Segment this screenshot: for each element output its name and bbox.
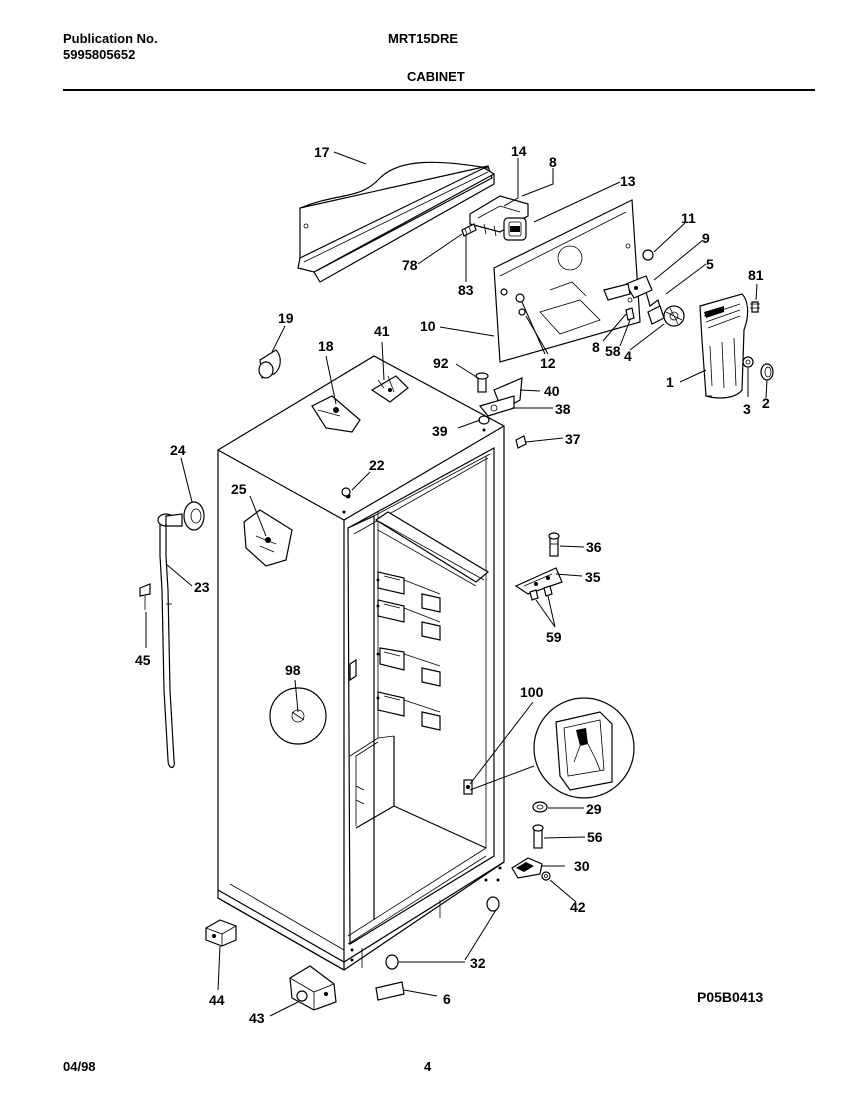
part-43-bracket bbox=[289, 965, 337, 1011]
callout-43: 43 bbox=[249, 1010, 265, 1026]
part-22-plug bbox=[341, 487, 351, 497]
callout-39: 39 bbox=[432, 423, 448, 439]
part-98-label bbox=[269, 687, 327, 745]
page-number: 4 bbox=[424, 1059, 432, 1074]
callout-13: 13 bbox=[620, 173, 636, 189]
part-56-pin bbox=[532, 824, 544, 849]
callout-92: 92 bbox=[433, 355, 449, 371]
callout-81: 81 bbox=[748, 267, 764, 283]
part-45-clip bbox=[139, 583, 151, 610]
callout-10: 10 bbox=[420, 318, 436, 334]
publication-label: Publication No. bbox=[63, 31, 158, 46]
callout-12: 12 bbox=[540, 355, 556, 371]
part-35-hinge bbox=[514, 567, 563, 595]
part-25-label bbox=[243, 509, 293, 567]
callout-36: 36 bbox=[586, 539, 602, 555]
part-30-hinge bbox=[511, 857, 543, 879]
callout-17: 17 bbox=[314, 144, 330, 160]
part-37-shim bbox=[515, 435, 527, 449]
part-2-cover bbox=[760, 363, 774, 381]
part-44-block bbox=[205, 919, 237, 947]
part-42-screw bbox=[541, 871, 551, 881]
part-29-washer bbox=[532, 801, 548, 813]
callout-18: 18 bbox=[318, 338, 334, 354]
callout-83: 83 bbox=[458, 282, 474, 298]
callout-78: 78 bbox=[402, 257, 418, 273]
part-23-tube bbox=[157, 513, 183, 769]
callout-38: 38 bbox=[555, 401, 571, 417]
part-3-lamp bbox=[742, 356, 754, 368]
model-number: MRT15DRE bbox=[388, 31, 459, 46]
callout-11: 11 bbox=[681, 210, 696, 226]
section-title: CABINET bbox=[407, 69, 465, 84]
part-11-socket bbox=[642, 249, 654, 261]
part-81-screw bbox=[750, 301, 760, 313]
part-59-screws bbox=[529, 585, 553, 601]
callout-9: 9 bbox=[702, 230, 710, 246]
part-100-bracket bbox=[463, 697, 635, 799]
part-19-bumper bbox=[258, 349, 281, 379]
callout-6: 6 bbox=[443, 991, 451, 1007]
callout-25: 25 bbox=[231, 481, 247, 497]
callout-40: 40 bbox=[544, 383, 560, 399]
figure-code: P05B0413 bbox=[697, 989, 764, 1005]
callout-5: 5 bbox=[706, 256, 714, 272]
callout-35: 35 bbox=[585, 569, 601, 585]
footer-date: 04/98 bbox=[63, 1059, 96, 1074]
part-58-screw bbox=[625, 307, 635, 321]
header-rule bbox=[63, 89, 815, 91]
callout-4: 4 bbox=[624, 348, 632, 364]
callout-22: 22 bbox=[369, 457, 385, 473]
part-36-pin bbox=[548, 532, 560, 557]
callout-29: 29 bbox=[586, 801, 602, 817]
callout-8-top: 8 bbox=[549, 154, 557, 170]
callout-58: 58 bbox=[605, 343, 621, 359]
part-18-plate bbox=[311, 395, 361, 433]
callout-24: 24 bbox=[170, 442, 186, 458]
callout-labels: 17 14 8 13 11 9 5 81 78 83 10 12 8 58 4 … bbox=[135, 143, 770, 1026]
part-4-knob bbox=[663, 305, 685, 327]
callout-32: 32 bbox=[470, 955, 486, 971]
part-9-switch bbox=[603, 275, 653, 301]
callout-100: 100 bbox=[520, 684, 544, 700]
cabinet-body bbox=[217, 355, 505, 971]
callout-2: 2 bbox=[762, 395, 770, 411]
part-5-spring bbox=[645, 291, 665, 325]
callout-19: 19 bbox=[278, 310, 294, 326]
part-6-strip bbox=[375, 981, 405, 1001]
part-1-light-housing bbox=[699, 293, 749, 399]
callout-41: 41 bbox=[374, 323, 390, 339]
callout-42: 42 bbox=[570, 899, 586, 915]
part-17-top-cover bbox=[297, 161, 496, 283]
part-41-bracket bbox=[370, 375, 409, 403]
callout-14: 14 bbox=[511, 143, 527, 159]
part-32-plugs bbox=[385, 896, 500, 970]
callout-44: 44 bbox=[209, 992, 225, 1008]
callout-23: 23 bbox=[194, 579, 210, 595]
publication-number: 5995805652 bbox=[63, 47, 136, 62]
callout-3: 3 bbox=[743, 401, 751, 417]
part-92-screw bbox=[475, 372, 489, 393]
callout-45: 45 bbox=[135, 652, 151, 668]
part-78-screw bbox=[461, 223, 477, 237]
callout-59: 59 bbox=[546, 629, 562, 645]
callout-1: 1 bbox=[666, 374, 674, 390]
callout-37: 37 bbox=[565, 431, 581, 447]
callout-8-mid: 8 bbox=[592, 339, 600, 355]
callout-30: 30 bbox=[574, 858, 590, 874]
callout-56: 56 bbox=[587, 829, 603, 845]
leader-lines bbox=[145, 151, 768, 1017]
callout-98: 98 bbox=[285, 662, 301, 678]
part-13-thermostat bbox=[503, 217, 527, 241]
part-24-grommet bbox=[183, 501, 205, 531]
